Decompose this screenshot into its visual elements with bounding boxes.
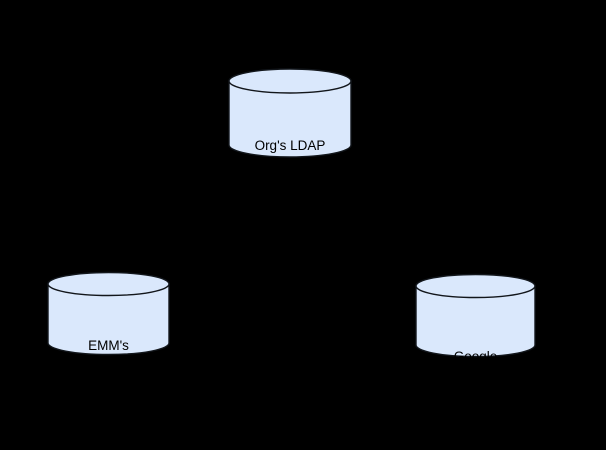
node-emm-database[interactable]: EMM's database	[47, 271, 170, 410]
database-cylinder-icon	[228, 68, 352, 158]
node-emm-database-line-2: database	[80, 395, 137, 410]
database-cylinder-icon	[47, 271, 170, 356]
node-ldap-directory[interactable]: Org's LDAP directory	[228, 68, 352, 210]
database-cylinder-icon	[415, 273, 536, 358]
node-google[interactable]: Google	[415, 273, 536, 364]
diagram-canvas: Org's LDAP directory EMM's database Goog…	[47, 68, 536, 410]
node-ldap-directory-line-2: directory	[264, 195, 316, 210]
